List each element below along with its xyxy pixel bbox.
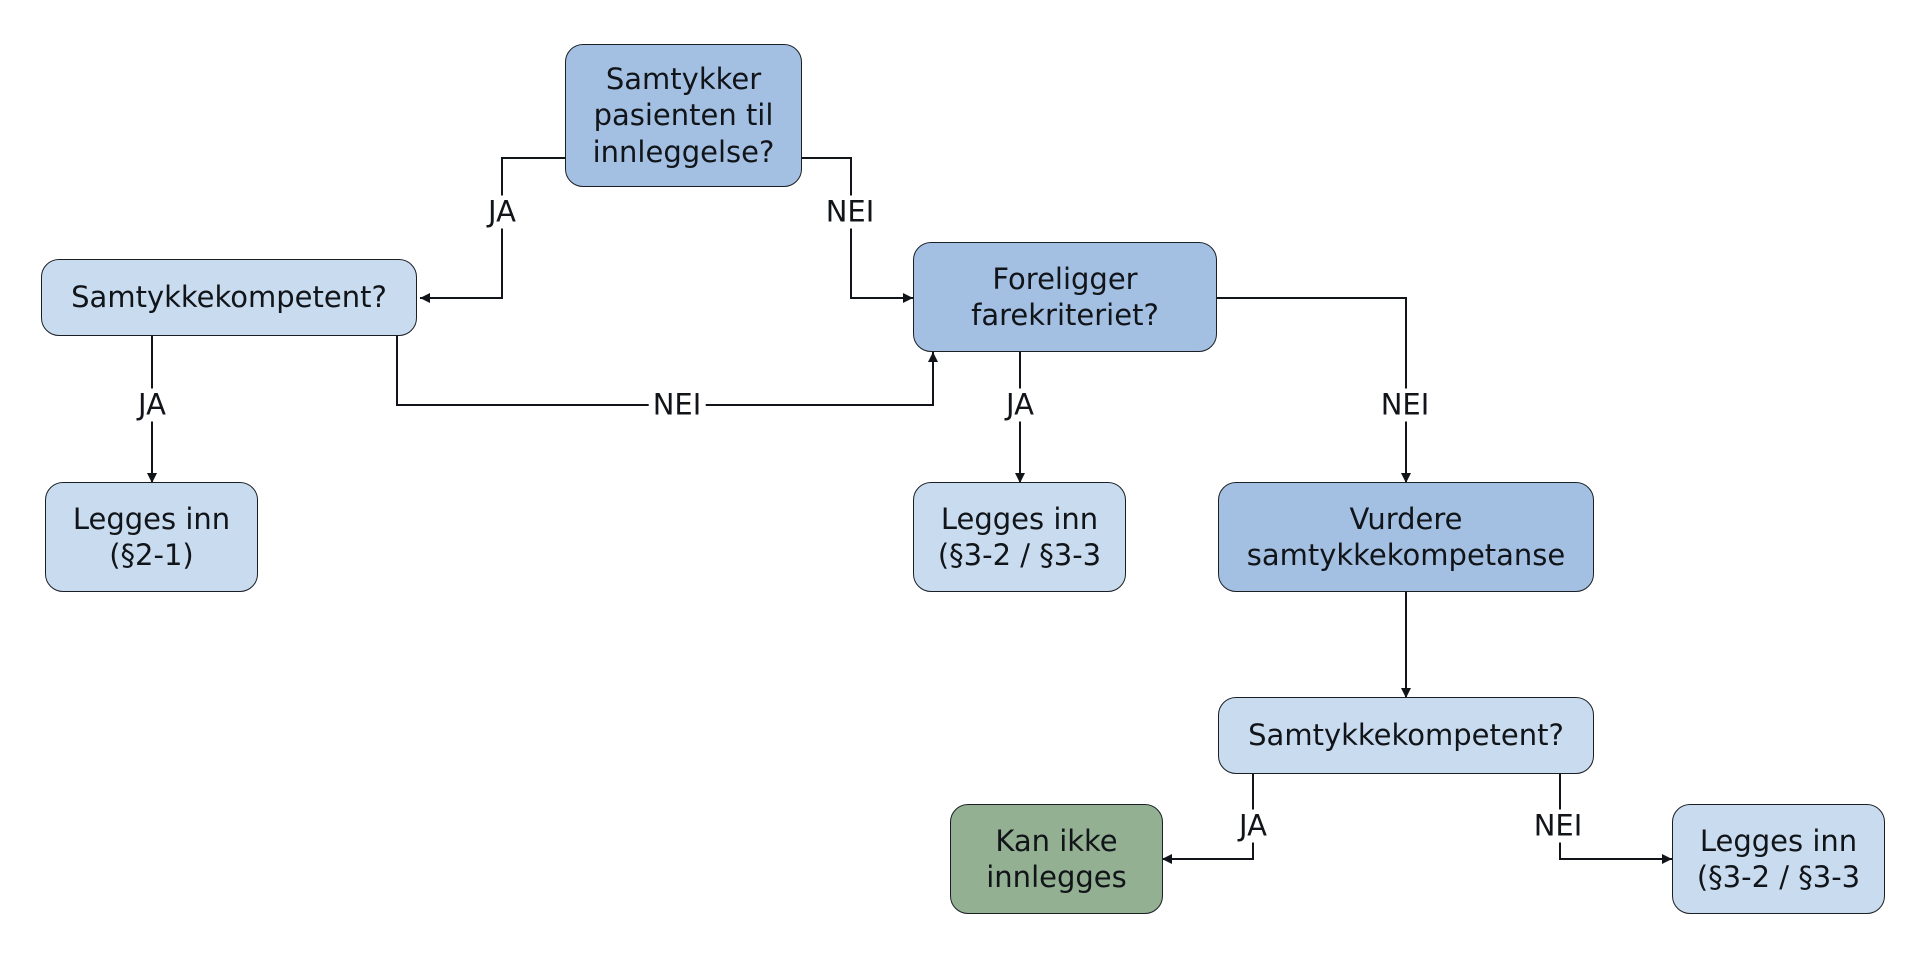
node-text-line: samtykkekompetanse: [1246, 538, 1566, 572]
node-text-line: (§3-2 / §3-3: [1696, 860, 1861, 894]
node-text-line: Legges inn: [1699, 823, 1858, 858]
edge-label-competent2-yes: JA: [1235, 809, 1271, 843]
edge-label-consent-no: NEI: [821, 195, 879, 229]
edge-label-competent1-yes: JA: [134, 388, 170, 422]
node-text-line: Legges inn: [940, 501, 1099, 536]
node-cannot-admit: Kan ikke innlegges: [950, 804, 1163, 914]
node-text-line: innleggelse?: [592, 134, 775, 169]
node-text-line: pasienten til: [593, 98, 774, 133]
edge-label-danger-no: NEI: [1376, 388, 1434, 422]
node-text-line: innlegges: [986, 860, 1127, 894]
node-text-line: farekriteriet?: [971, 298, 1159, 332]
node-text-line: Vurdere: [1349, 501, 1463, 536]
node-text-line: Kan ikke: [995, 823, 1118, 858]
node-assess-competence: Vurdere samtykkekompetanse: [1218, 482, 1594, 592]
node-admit-3-2-3-3-b: Legges inn (§3-2 / §3-3: [1672, 804, 1885, 914]
edge-competent2-yes: [1162, 773, 1254, 864]
node-admit-3-2-3-3-a: Legges inn (§3-2 / §3-3: [913, 482, 1126, 592]
node-text-line: Samtykker: [605, 62, 762, 97]
node-text-line: Foreligger: [992, 261, 1138, 296]
node-consent-question: Samtykker pasienten til innleggelse?: [565, 44, 802, 187]
node-competent-question-2: Samtykkekompetent?: [1218, 697, 1594, 774]
node-text-line: Samtykkekompetent?: [71, 280, 387, 315]
edge-competent2-no: [1559, 773, 1672, 864]
node-competent-question-1: Samtykkekompetent?: [41, 259, 417, 336]
node-admit-2-1: Legges inn (§2-1): [45, 482, 258, 592]
edge-label-competent1-no: NEI: [648, 388, 706, 422]
edge-label-competent2-no: NEI: [1529, 809, 1587, 843]
node-text-line: (§2-1): [109, 538, 194, 572]
node-text-line: (§3-2 / §3-3: [937, 538, 1102, 572]
node-text-line: Legges inn: [72, 501, 231, 536]
node-text-line: Samtykkekompetent?: [1248, 718, 1564, 753]
edge-label-danger-yes: JA: [1002, 388, 1038, 422]
edge-label-consent-yes: JA: [484, 195, 520, 229]
node-danger-criterion-question: Foreligger farekriteriet?: [913, 242, 1217, 352]
